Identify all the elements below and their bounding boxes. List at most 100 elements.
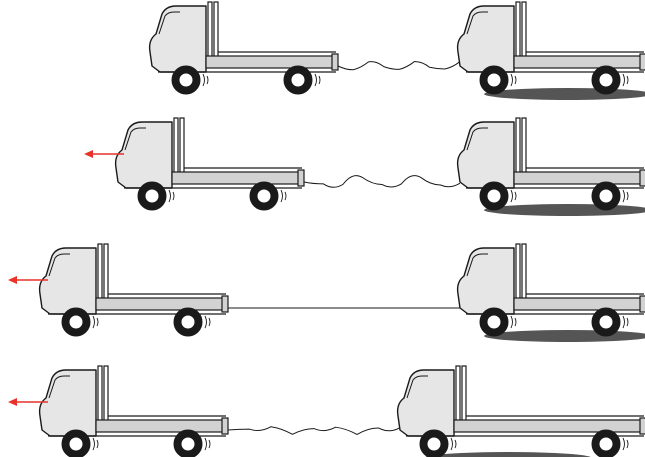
motion-line — [626, 75, 629, 85]
truck-post — [103, 365, 109, 429]
arrow-left-icon — [8, 398, 48, 406]
truck-post — [521, 1, 527, 65]
arrow-head — [8, 398, 17, 406]
motion-line — [622, 315, 625, 329]
truck-hub — [180, 436, 196, 452]
truck-tailgate — [221, 295, 229, 313]
towed-truck — [456, 1, 645, 95]
motion-line — [204, 315, 207, 329]
truck-cab — [114, 121, 173, 189]
truck-post — [515, 243, 521, 307]
motion-line — [514, 317, 517, 327]
arrow-left-icon — [84, 150, 124, 158]
tow-rope — [227, 426, 401, 436]
motion-line — [514, 191, 517, 201]
truck-hub — [180, 314, 196, 330]
truck-post — [515, 1, 521, 65]
arrow-left-icon — [8, 276, 48, 284]
truck-post — [461, 365, 467, 429]
motion-line — [454, 439, 457, 449]
truck-hub — [486, 72, 502, 88]
truck-windshield — [466, 11, 488, 35]
towing-truck — [38, 365, 229, 457]
truck-bed — [95, 419, 227, 433]
truck-cab — [38, 369, 97, 437]
truck-tailgate — [297, 169, 305, 187]
truck-bed — [513, 297, 645, 311]
motion-line — [622, 437, 625, 451]
motion-line — [206, 75, 209, 85]
motion-line — [510, 189, 513, 203]
motion-line — [514, 75, 517, 85]
truck-bed — [513, 55, 645, 69]
truck-post — [179, 117, 185, 181]
truck-windshield — [466, 127, 488, 151]
truck-windshield — [406, 375, 428, 399]
truck-hub — [256, 188, 272, 204]
motion-line — [626, 191, 629, 201]
truck-post — [97, 365, 103, 429]
diagram-scene — [8, 1, 645, 457]
truck-tailgate — [639, 295, 645, 313]
towed-truck — [456, 243, 645, 337]
truck-post — [521, 243, 527, 307]
truck-hub — [486, 314, 502, 330]
towed-truck — [396, 365, 645, 457]
motion-line — [622, 73, 625, 87]
towing-truck — [38, 243, 229, 337]
truck-post — [213, 1, 219, 65]
motion-line — [96, 439, 99, 449]
truck-post — [103, 243, 109, 307]
motion-line — [172, 191, 175, 201]
truck-post — [173, 117, 179, 181]
arrow-head — [84, 150, 93, 158]
truck-hub — [598, 314, 614, 330]
truck-windshield — [124, 127, 146, 151]
motion-line — [450, 437, 453, 451]
motion-line — [510, 73, 513, 87]
truck-hub — [144, 188, 160, 204]
motion-line — [96, 317, 99, 327]
motion-line — [92, 437, 95, 451]
truck-cab — [396, 369, 455, 437]
truck-post — [515, 117, 521, 181]
motion-line — [622, 189, 625, 203]
motion-line — [626, 439, 629, 449]
motion-line — [284, 191, 287, 201]
motion-line — [204, 437, 207, 451]
tow-rope — [337, 61, 461, 71]
truck-tailgate — [221, 417, 229, 435]
truck-cab — [456, 247, 515, 315]
truck-cab — [456, 5, 515, 73]
truck-bed — [453, 419, 645, 433]
truck-post — [521, 117, 527, 181]
tow-rope — [303, 175, 461, 188]
truck-bed — [205, 55, 337, 69]
truck-hub — [426, 436, 442, 452]
truck-bed — [513, 171, 645, 185]
truck-tailgate — [639, 417, 645, 435]
truck-shadow — [425, 452, 591, 457]
motion-line — [208, 317, 211, 327]
motion-line — [202, 73, 205, 87]
truck-post — [207, 1, 213, 65]
truck-tailgate — [639, 53, 645, 71]
truck-shadow — [484, 88, 645, 100]
truck-hub — [486, 188, 502, 204]
truck-hub — [598, 436, 614, 452]
truck-post — [455, 365, 461, 429]
truck-bed — [171, 171, 303, 185]
motion-line — [510, 315, 513, 329]
motion-line — [168, 189, 171, 203]
truck-windshield — [466, 253, 488, 277]
motion-line — [626, 317, 629, 327]
motion-line — [92, 315, 95, 329]
truck-windshield — [48, 375, 70, 399]
truck-bed — [95, 297, 227, 311]
truck-windshield — [158, 11, 180, 35]
motion-line — [318, 75, 321, 85]
towing-truck — [148, 1, 339, 95]
motion-line — [280, 189, 283, 203]
